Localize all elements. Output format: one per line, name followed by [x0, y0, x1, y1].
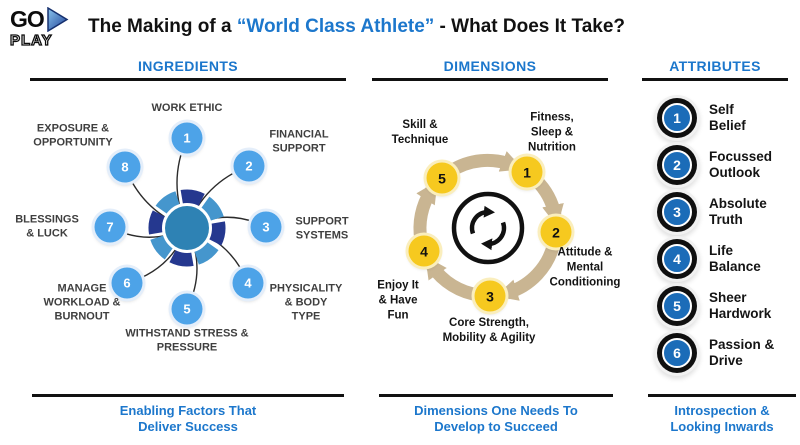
ingredient-label-7: BLESSINGS & LUCK	[15, 213, 79, 239]
dimensions-diagram: 1 2 3 4 5 Fitness, Sleep & Nutrition Att…	[365, 90, 620, 385]
ingredients-caption: Enabling Factors That Deliver Success	[32, 394, 344, 436]
dimension-label-3: Core Strength, Mobility & Agility	[442, 317, 536, 344]
ingredient-label-5: WITHSTAND STRESS & PRESSURE	[125, 327, 249, 353]
ingredient-node-2: 2	[233, 150, 265, 182]
attribute-row-1: 1 Self Belief	[662, 96, 746, 140]
attribute-badge-3: 3	[662, 197, 692, 227]
ingredient-label-2: FINANCIAL SUPPORT	[269, 128, 329, 154]
title-prefix: The Making of a	[88, 16, 237, 37]
dimension-label-1: Fitness, Sleep & Nutrition	[528, 111, 576, 154]
attribute-label-4: Life Balance	[709, 242, 761, 274]
cycle-center-circle	[451, 191, 525, 265]
attributes-list: 1 Self Belief 2 Focussed Outlook 3 Absol…	[640, 90, 798, 390]
ingredient-node-5: 5	[171, 293, 203, 325]
page-title: The Making of a “World Class Athlete” - …	[88, 16, 648, 38]
attribute-label-1: Self Belief	[709, 101, 746, 133]
ingredients-header: INGREDIENTS	[30, 58, 346, 81]
attribute-label-3: Absolute Truth	[709, 195, 767, 227]
ingredient-node-1: 1	[171, 122, 203, 154]
attribute-label-2: Focussed Outlook	[709, 148, 773, 180]
dimension-label-2: Attitude & Mental Conditioning	[549, 246, 621, 289]
ingredient-label-6: MANAGE WORKLOAD & BURNOUT	[43, 282, 121, 322]
logo-go-text: GO	[10, 6, 45, 32]
dimension-label-5: Skill & Technique	[391, 119, 449, 146]
dimension-label-4: Enjoy It & Have Fun	[377, 279, 419, 322]
aperture-hub-icon	[148, 189, 226, 267]
dimensions-cycle-graphic	[413, 151, 564, 302]
attribute-row-5: 5 Sheer Hardwork	[662, 284, 771, 328]
ingredient-node-8: 8	[109, 151, 141, 183]
dimension-node-1: 1	[511, 156, 543, 188]
dimension-node-2: 2	[540, 216, 572, 248]
attribute-label-6: Passion & Drive	[709, 336, 775, 368]
attributes-caption: Introspection & Looking Inwards	[648, 394, 796, 436]
play-triangle-icon	[47, 7, 69, 32]
dimension-node-5: 5	[426, 162, 458, 194]
ingredient-label-4: PHYSICALITY & BODY TYPE	[269, 282, 343, 322]
attribute-label-5: Sheer Hardwork	[709, 289, 772, 321]
attribute-badge-6: 6	[662, 338, 692, 368]
ingredient-label-3: SUPPORT SYSTEMS	[295, 215, 349, 241]
attribute-badge-5: 5	[662, 291, 692, 321]
attributes-header: ATTRIBUTES	[642, 58, 788, 81]
logo-play-text: PLAY	[9, 32, 53, 49]
dimension-node-4: 4	[408, 235, 440, 267]
attribute-row-3: 3 Absolute Truth	[662, 190, 767, 234]
attribute-badge-1: 1	[662, 103, 692, 133]
ingredient-label-8: EXPOSURE & OPPORTUNITY	[33, 122, 113, 148]
attribute-badge-2: 2	[662, 150, 692, 180]
attribute-row-6: 6 Passion & Drive	[662, 331, 774, 375]
title-highlight: “World Class Athlete”	[236, 16, 435, 37]
dimension-node-3: 3	[474, 280, 506, 312]
attribute-row-2: 2 Focussed Outlook	[662, 143, 772, 187]
ingredient-node-7: 7	[94, 211, 126, 243]
ingredient-label-1: WORK ETHIC	[151, 102, 223, 115]
refresh-icon	[469, 205, 507, 251]
attribute-badge-4: 4	[662, 244, 692, 274]
hub-center-circle	[162, 203, 212, 253]
ingredient-node-3: 3	[250, 211, 282, 243]
title-suffix: - What Does It Take?	[434, 16, 626, 37]
dimensions-header: DIMENSIONS	[372, 58, 608, 81]
ingredients-diagram: 1 2 3 4 5 6 7 8 WORK ETHIC FINANCIAL SUP…	[15, 90, 350, 385]
attribute-row-4: 4 Life Balance	[662, 237, 761, 281]
dimensions-caption: Dimensions One Needs To Develop to Succe…	[379, 394, 613, 436]
goplay-logo: GO PLAY	[9, 6, 88, 49]
ingredient-node-6: 6	[111, 267, 143, 299]
ingredient-node-4: 4	[232, 267, 264, 299]
